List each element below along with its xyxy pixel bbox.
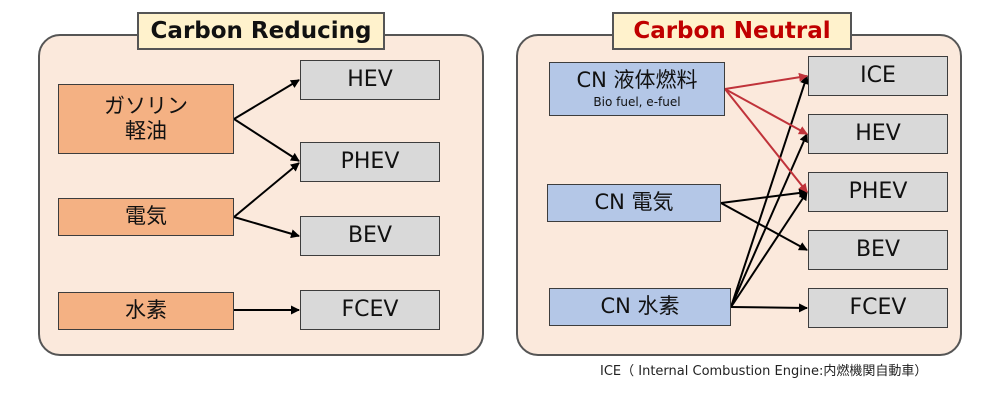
arrow-cn-fuel-to-hev	[724, 88, 808, 135]
carbon-neutral-title: Carbon Neutral	[612, 12, 852, 50]
arrow-gasoline-to-phev	[233, 118, 300, 162]
left-bev-label: BEV	[347, 222, 393, 248]
left-hev-label: HEV	[347, 66, 393, 92]
gasoline-label: ガソリン	[104, 93, 188, 118]
cn-liquid-fuel-sublabel: Bio fuel, e-fuel	[593, 95, 681, 110]
left-bev-box: BEV	[300, 216, 440, 256]
carbon-reducing-title: Carbon Reducing	[137, 12, 385, 50]
left-hev-box: HEV	[300, 60, 440, 100]
right-bev-label: BEV	[855, 236, 901, 262]
right-phev-box: PHEV	[808, 172, 948, 212]
right-hev-label: HEV	[855, 120, 901, 146]
cn-electricity-box: CN 電気	[547, 184, 721, 222]
electricity-label: 電気	[125, 204, 167, 229]
arrow-cn-hydrogen-to-fcev	[730, 303, 808, 313]
arrow-gasoline-to-hev	[233, 79, 300, 120]
arrow-cn-hydrogen-to-phev	[730, 191, 808, 308]
left-fcev-box: FCEV	[300, 290, 440, 330]
arrow-cn-electricity-to-phev	[720, 188, 808, 204]
arrow-cn-fuel-to-ice	[724, 72, 808, 90]
left-phev-box: PHEV	[300, 142, 440, 182]
cn-electricity-label: CN 電気	[594, 190, 674, 215]
right-bev-box: BEV	[808, 230, 948, 270]
right-fcev-label: FCEV	[849, 294, 907, 320]
arrow-cn-hydrogen-to-hev	[730, 133, 808, 308]
right-ice-label: ICE	[860, 62, 896, 88]
cn-hydrogen-box: CN 水素	[549, 288, 731, 326]
right-fcev-box: FCEV	[808, 288, 948, 328]
left-fcev-label: FCEV	[341, 296, 399, 322]
diesel-label: 軽油	[125, 119, 167, 143]
cn-liquid-fuel-box: CN 液体燃料 Bio fuel, e-fuel	[549, 62, 725, 116]
left-phev-label: PHEV	[340, 148, 400, 174]
arrow-cn-electricity-to-bev	[720, 202, 808, 251]
cn-hydrogen-label: CN 水素	[600, 294, 680, 319]
ice-footnote: ICE（ Internal Combustion Engine:内燃機関自動車）	[600, 364, 928, 379]
electricity-box: 電気	[58, 198, 234, 236]
gasoline-diesel-box: ガソリン 軽油	[58, 84, 234, 154]
hydrogen-label: 水素	[125, 298, 167, 323]
right-hev-box: HEV	[808, 114, 948, 154]
cn-liquid-fuel-label: CN 液体燃料	[576, 68, 698, 93]
arrow-electricity-to-bev	[233, 216, 300, 239]
right-ice-box: ICE	[808, 56, 948, 96]
arrow-cn-hydrogen-to-ice	[730, 75, 809, 308]
arrow-electricity-to-phev	[233, 162, 300, 218]
right-phev-label: PHEV	[848, 178, 908, 204]
arrow-cn-fuel-to-phev	[724, 88, 808, 193]
hydrogen-box: 水素	[58, 292, 234, 330]
